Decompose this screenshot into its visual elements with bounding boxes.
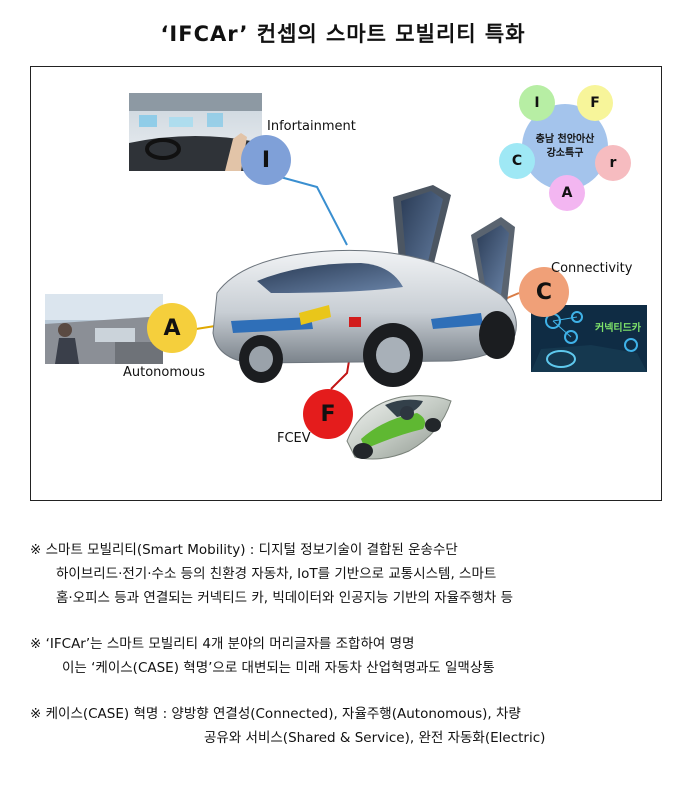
infortainment-label: Infortainment (267, 119, 356, 134)
hub-satellite-f: F (577, 85, 613, 121)
note-mark: ※ (30, 542, 42, 558)
note-line: 공유와 서비스(Shared & Service), 완전 자동화(Electr… (204, 730, 546, 746)
autonomous-photo (45, 294, 163, 364)
connectivity-circle: C (519, 267, 569, 317)
diagram-frame: 커넥티드카 (30, 66, 662, 501)
note-line: ※ 스마트 모빌리티(Smart Mobility) : 디지털 정보기술이 결… (30, 538, 670, 562)
hub-satellite-a: A (549, 175, 585, 211)
note-text: ‘IFCAr’는 스마트 모빌리티 4개 분야의 머리글자를 조합하여 명명 (45, 636, 415, 652)
note-line: ※ ‘IFCAr’는 스마트 모빌리티 4개 분야의 머리글자를 조합하여 명명 (30, 632, 670, 656)
autonomous-letter: A (163, 315, 181, 341)
note-text: 케이스(CASE) 혁명 : 양방향 연결성(Connected), 자율주행(… (45, 706, 521, 722)
hub-satellite-i: I (519, 85, 555, 121)
autonomous-label: Autonomous (123, 365, 206, 380)
note-ifcar: ※ ‘IFCAr’는 스마트 모빌리티 4개 분야의 머리글자를 조합하여 명명… (30, 632, 670, 680)
page-title: ‘IFCAr’ 컨셉의 스마트 모빌리티 특화 (160, 22, 526, 46)
hub-line-2: 강소특구 (546, 148, 584, 159)
hub-line-1: 충남 천안아산 (535, 134, 595, 145)
hub-satellite-letter: A (561, 185, 573, 201)
note-mark: ※ (30, 706, 42, 722)
fcev-label: FCEV (277, 431, 311, 446)
infortainment-letter: I (261, 147, 271, 173)
fcev-circle: F (303, 389, 353, 439)
note-smart-mobility: ※ 스마트 모빌리티(Smart Mobility) : 디지털 정보기술이 결… (30, 538, 670, 610)
infortainment-circle: I (241, 135, 291, 185)
notes-section: ※ 스마트 모빌리티(Smart Mobility) : 디지털 정보기술이 결… (30, 538, 670, 772)
note-mark: ※ (30, 636, 42, 652)
connectivity-label: Connectivity (551, 261, 633, 276)
note-line: 홈·오피스 등과 연결되는 커넥티드 카, 빅데이터와 인공지능 기반의 자율주… (56, 590, 514, 606)
hub-satellite-r: r (595, 145, 631, 181)
autonomous-circle: A (147, 303, 197, 353)
hub-satellite-letter: r (609, 155, 617, 171)
note-text: 스마트 모빌리티(Smart Mobility) : 디지털 정보기술이 결합된… (45, 542, 458, 558)
note-line: 하이브리드·전기·수소 등의 친환경 자동차, IoT를 기반으로 교통시스템,… (56, 566, 497, 582)
connectivity-letter: C (535, 279, 553, 305)
hub-satellite-c: C (499, 143, 535, 179)
car-illustration (195, 174, 520, 460)
hub-satellite-letter: F (590, 95, 600, 111)
connectivity-photo-text: 커넥티드카 (595, 323, 641, 334)
fcev-letter: F (320, 401, 336, 427)
note-line: ※ 케이스(CASE) 혁명 : 양방향 연결성(Connected), 자율주… (30, 702, 670, 726)
note-case: ※ 케이스(CASE) 혁명 : 양방향 연결성(Connected), 자율주… (30, 702, 670, 750)
hub-satellite-letter: I (534, 95, 540, 111)
note-line: 이는 ‘케이스(CASE) 혁명’으로 대변되는 미래 자동차 산업혁명과도 일… (62, 660, 495, 676)
hub-satellite-letter: C (511, 153, 523, 169)
